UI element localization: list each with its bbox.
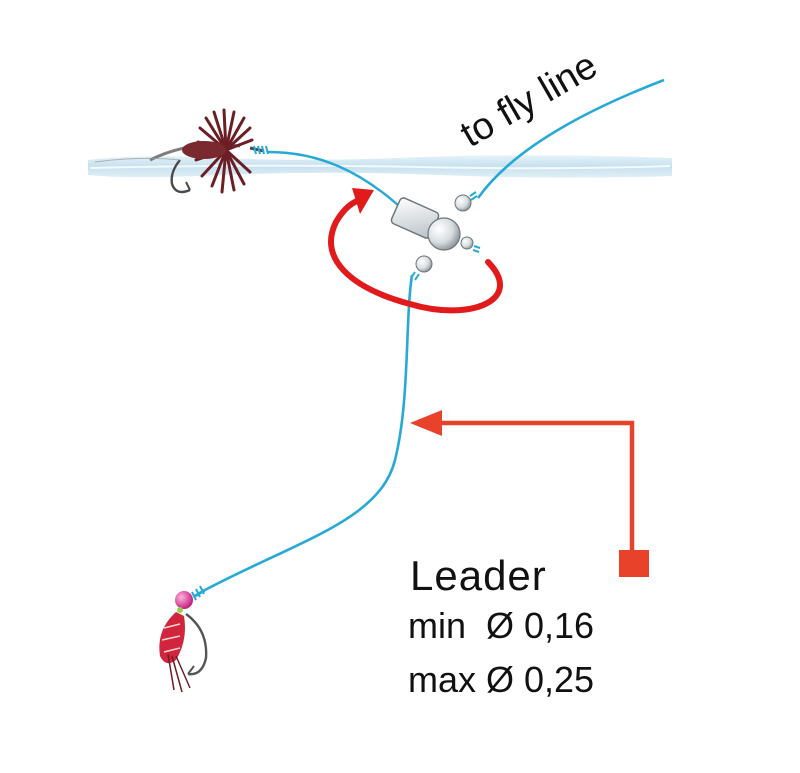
fly-line — [476, 78, 665, 199]
to-fly-line-label: to fly line — [454, 44, 605, 155]
swivel-icon — [390, 191, 481, 281]
water-surface — [88, 155, 672, 178]
leader-max-diameter: max Ø 0,25 — [408, 659, 594, 700]
nymph-icon — [159, 585, 208, 693]
dry-fly-icon — [94, 108, 269, 194]
dropper-line — [267, 150, 399, 206]
leader-line — [204, 274, 414, 592]
rotation-arrow-icon — [328, 188, 503, 314]
leader-callout-arrow — [410, 410, 649, 577]
leader-min-diameter: min Ø 0,16 — [408, 605, 594, 646]
leader-title: Leader — [410, 552, 547, 599]
